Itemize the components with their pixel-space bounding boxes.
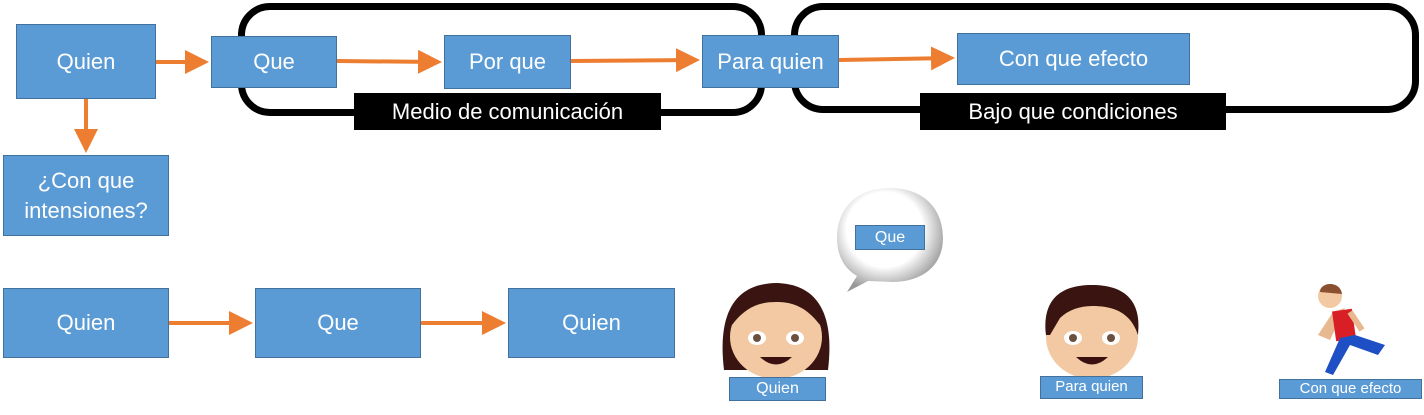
arrow-porque-paraquien (570, 48, 700, 73)
bottom-box-sender: Quien (3, 288, 169, 358)
label-medio-de-comunicacion: Medio de comunicación (354, 93, 661, 130)
speech-label-que: Que (855, 225, 925, 250)
box-quien: Quien (16, 24, 156, 99)
box-con-que-efecto: Con que efecto (957, 33, 1190, 85)
box-por-que: Por que (444, 35, 571, 89)
runner-emoji-icon (1318, 284, 1385, 375)
boy-label: Para quien (1040, 376, 1143, 399)
girl-emoji-icon (722, 283, 830, 379)
bottom-box-message: Que (255, 288, 421, 358)
box-que: Que (211, 36, 337, 88)
runner-label: Con que efecto (1279, 379, 1422, 399)
girl-label: Quien (729, 377, 826, 401)
box-intensiones: ¿Con que intensiones? (3, 155, 169, 236)
bottom-box-receiver: Quien (508, 288, 675, 358)
arrow-que-porque (336, 49, 442, 74)
arrow-paraquien-efecto (838, 46, 955, 71)
box-para-quien: Para quien (702, 35, 839, 88)
label-bajo-que-condiciones: Bajo que condiciones (920, 93, 1226, 130)
boy-emoji-icon (1045, 285, 1139, 379)
